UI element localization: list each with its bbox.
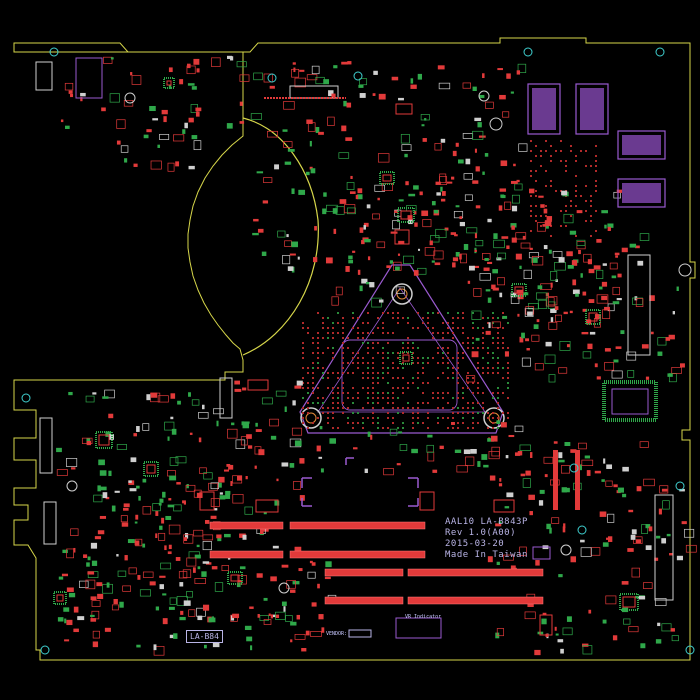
- vendor-label: VENDOR:: [326, 631, 348, 637]
- embedded-controller-qfp: [602, 380, 658, 422]
- pcb-code-label: LA-B84: [186, 630, 223, 643]
- board-model: AAL10 LA-B843P: [445, 517, 528, 527]
- left-connectors: [35, 57, 233, 545]
- board-origin: Made In Taiwan: [445, 550, 528, 560]
- board-date: 2015-03-20: [445, 539, 505, 549]
- vendor-box: [348, 629, 372, 638]
- fan-cutout: [242, 117, 319, 356]
- red-vertical-connectors: [553, 450, 580, 510]
- drill-holes: [21, 47, 695, 655]
- board-outline: [13, 37, 696, 661]
- heatsink-mount: [299, 264, 504, 434]
- memory-chips: [527, 83, 666, 208]
- chipset-corners: [301, 457, 419, 507]
- scattered-components: [53, 55, 697, 656]
- dimm-slots: [209, 521, 544, 605]
- logo-box: [532, 546, 551, 560]
- indicator-box: [395, 617, 442, 639]
- right-connectors: [627, 254, 674, 601]
- indicator-label: VR Indicator: [405, 614, 442, 620]
- board-revision: Rev 1.0(A00): [445, 528, 517, 538]
- cpu-bga-pads: [302, 140, 597, 429]
